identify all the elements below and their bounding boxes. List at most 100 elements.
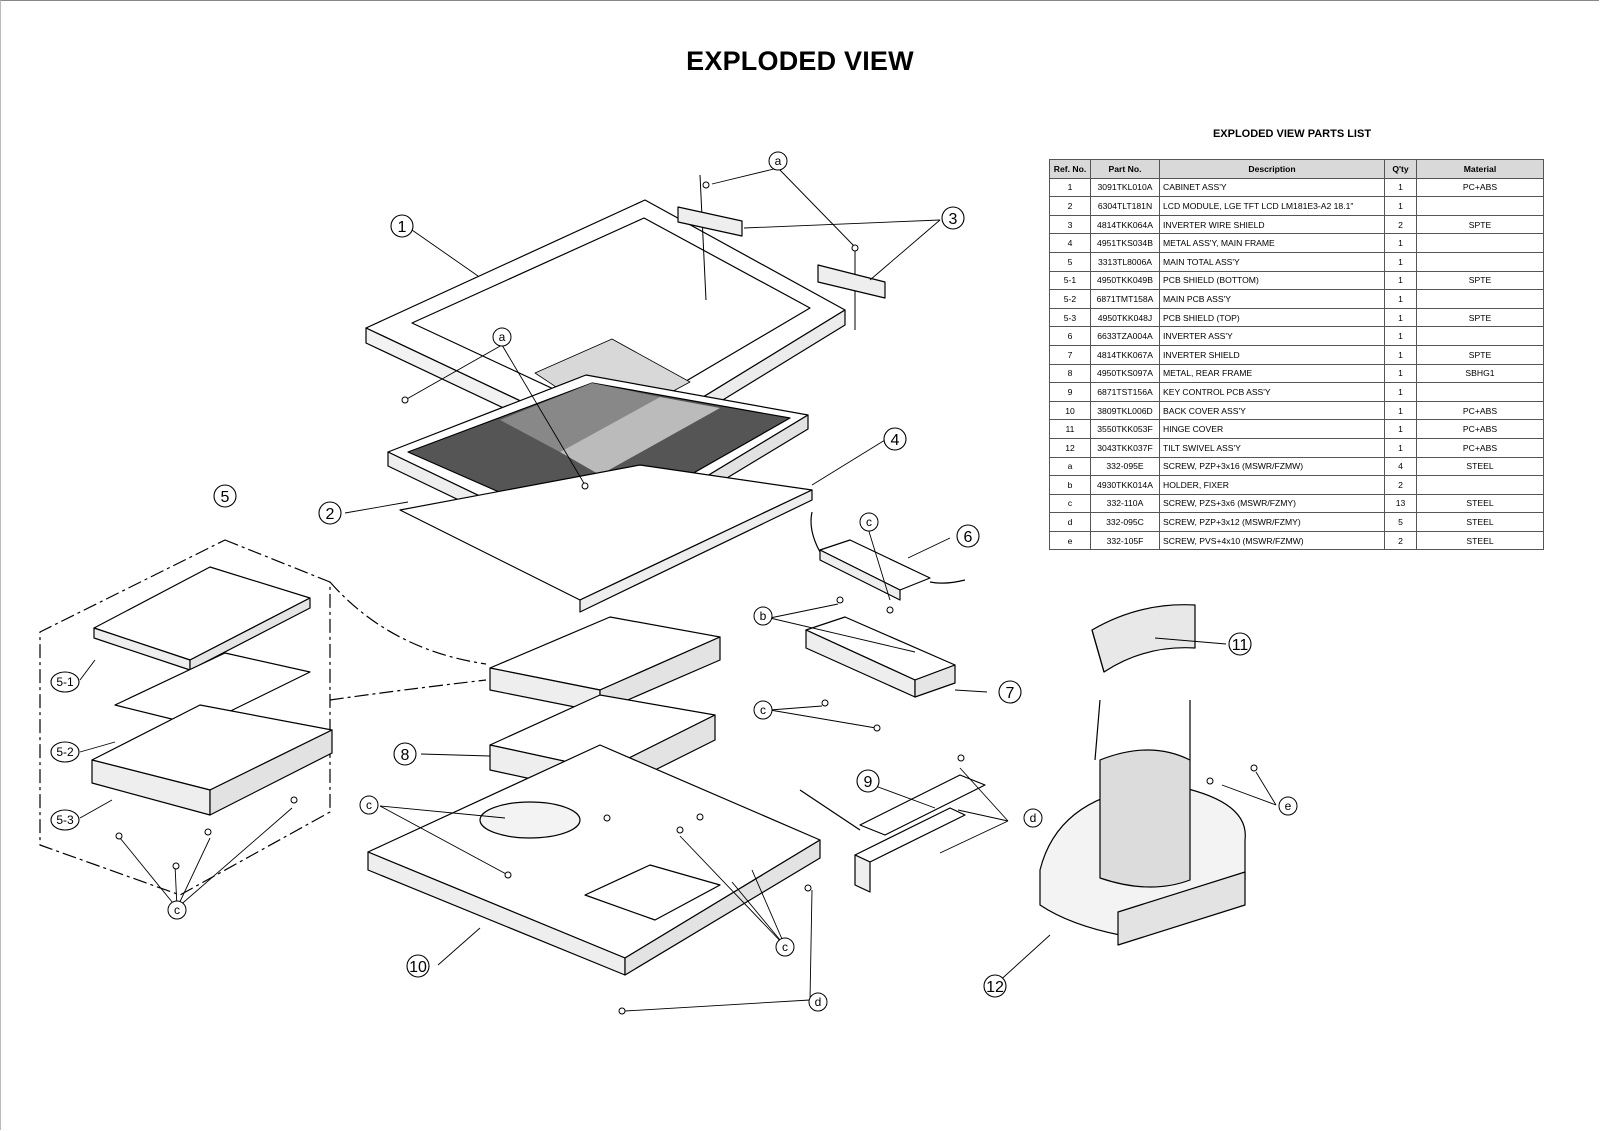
pcb-shield-top-drawing [91,704,333,816]
callout-5-1: 5-1 [50,671,80,693]
back-cover-drawing [367,744,821,976]
svg-text:d: d [1030,811,1037,825]
material-cell: SPTE [1416,344,1544,365]
callout-c-bottom: c [775,937,795,957]
svg-text:7: 7 [1006,685,1015,702]
part-no-cell: 332-095E [1090,456,1160,477]
callout-1: 1 [390,214,414,238]
callout-c-detail: c [167,900,187,920]
callout-5-2: 5-2 [50,741,80,763]
svg-text:11: 11 [1232,637,1249,654]
svg-text:6: 6 [964,529,973,546]
header-description: Description [1159,159,1385,179]
callout-d-bottom: d [808,992,828,1012]
svg-text:c: c [174,903,180,917]
parts-list-title: EXPLODED VIEW PARTS LIST [1212,128,1372,140]
callout-c-inverter: c [859,512,879,532]
material-cell [1416,251,1544,272]
material-cell: SPTE [1416,214,1544,235]
callout-12: 12 [983,974,1007,998]
material-cell: PC+ABS [1416,419,1544,439]
description-cell: SCREW, PVS+4x10 (MSWR/FZMW) [1159,530,1385,551]
svg-text:5-2: 5-2 [56,745,74,759]
svg-text:c: c [366,798,372,812]
inverter-assy-drawing [810,511,966,601]
material-cell [1416,289,1544,309]
callout-7: 7 [998,680,1022,704]
material-cell: PC+ABS [1416,400,1544,421]
description-cell: INVERTER SHIELD [1159,344,1385,365]
svg-text:b: b [760,609,767,623]
part-no-cell: 6633TZA004A [1090,326,1160,346]
callout-6: 6 [956,524,980,548]
material-cell: SPTE [1416,270,1544,291]
ref-no-cell: 11 [1049,419,1091,439]
ref-no-cell: 7 [1049,344,1091,365]
qty-cell: 1 [1384,419,1417,439]
header-material: Material [1416,159,1544,179]
hinge-cover-drawing [1091,604,1196,673]
description-cell: KEY CONTROL PCB ASS'Y [1159,382,1385,402]
parts-list-table: Ref. No. Part No. Description Q'ty Mater… [1049,159,1544,551]
header-ref-no: Ref. No. [1049,159,1091,179]
description-cell: MAIN TOTAL ASS'Y [1159,251,1385,272]
part-no-cell: 4930TKK014A [1090,475,1160,495]
callout-5: 5 [213,484,237,508]
callout-5-3: 5-3 [50,809,80,831]
screws [115,181,1258,1015]
callouts: 1 2 3 4 5 6 7 8 [50,151,1298,1012]
svg-text:5-1: 5-1 [56,675,74,689]
main-total-assy-drawing [489,616,721,713]
callout-c-shield: c [753,700,773,720]
callout-4: 4 [883,427,907,451]
callout-9: 9 [856,769,880,793]
svg-text:5-3: 5-3 [56,813,74,827]
description-cell: SCREW, PZP+3x16 (MSWR/FZMW) [1159,456,1385,477]
key-control-pcb-drawing [799,774,986,893]
svg-text:e: e [1285,799,1292,813]
pcb-shield-bottom-drawing [93,566,311,671]
qty-cell: 1 [1384,289,1417,309]
callout-e: e [1278,796,1298,816]
material-cell: STEEL [1416,456,1544,477]
callout-a-mid: a [492,327,512,347]
page-title: EXPLODED VIEW [686,46,914,76]
svg-text:a: a [775,154,782,168]
svg-text:d: d [815,995,822,1009]
qty-cell: 1 [1384,251,1417,272]
svg-text:2: 2 [326,506,335,523]
callout-b: b [753,606,773,626]
inverter-shield-drawing [805,616,956,698]
callout-c-backcover: c [359,795,379,815]
tilt-swivel-drawing [1039,699,1246,946]
material-cell [1416,475,1544,495]
material-cell [1416,326,1544,346]
description-cell: TILT SWIVEL ASS'Y [1159,437,1385,458]
material-cell [1416,382,1544,402]
svg-text:8: 8 [401,747,410,764]
material-cell: SBHG1 [1416,363,1544,384]
callout-11: 11 [1228,632,1252,656]
callout-2: 2 [318,501,342,525]
svg-text:a: a [499,330,506,344]
callout-8: 8 [393,742,417,766]
svg-text:5: 5 [221,489,230,506]
part-no-cell: 4950TKK049B [1090,270,1160,291]
callout-10: 10 [406,954,430,978]
description-cell: INVERTER ASS'Y [1159,326,1385,346]
svg-text:c: c [760,703,766,717]
svg-text:12: 12 [986,979,1004,996]
